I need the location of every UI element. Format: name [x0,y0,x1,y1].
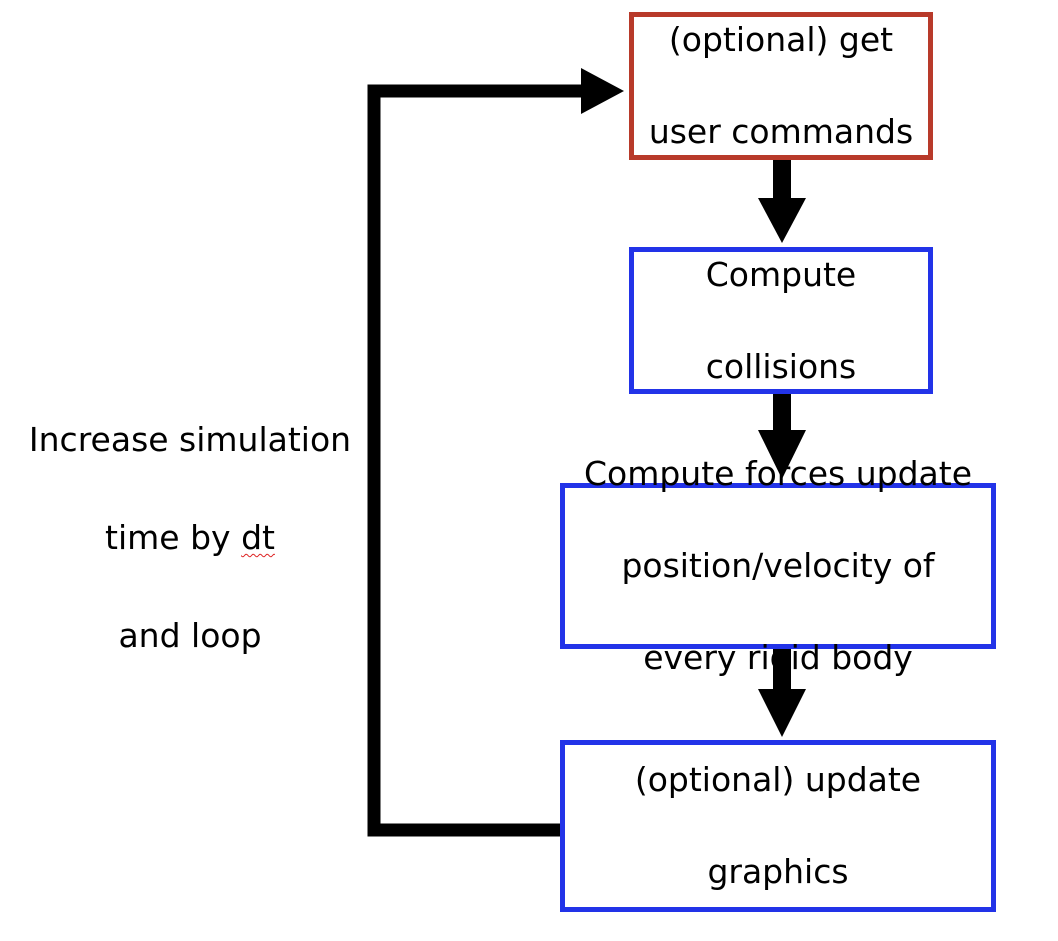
step-label-line: (optional) get [668,20,894,59]
step-compute-forces: Compute forces update position/velocity … [560,454,996,677]
arrow-step1-to-step2 [758,160,806,243]
step-label: Compute forces update position/velocity … [584,405,972,727]
step-label: Compute collisions [706,206,857,436]
step-compute-collisions: Compute collisions [629,247,933,394]
loop-back-arrow [367,68,624,837]
step-label-line: position/velocity of [621,546,935,585]
step-label: (optional) get user commands [649,0,913,201]
loop-label-line: time by dt [20,513,360,562]
step-label-line: collisions [705,346,857,386]
loop-label-line: and loop [118,616,262,655]
loop-edge-label: Increase simulation time by dt and loop [20,366,360,709]
loop-label-line: Increase simulation [28,420,352,459]
arrow-step2-to-step3 [758,394,806,479]
step-label: (optional) update graphics [635,711,921,941]
step-label-line: every rigid body [643,638,913,677]
step-label-line: user commands [648,112,914,151]
step-label-line: Compute forces update [583,454,973,493]
step-label-line: graphics [707,852,849,891]
step-label-line: (optional) update [634,760,922,799]
loop-label-text: time by [105,518,242,557]
step-get-user-commands: (optional) get user commands [629,12,933,160]
step-label-line: Compute [705,254,857,294]
step-update-graphics: (optional) update graphics [560,740,996,912]
loop-label-dt: dt [241,518,275,557]
arrow-step3-to-step4 [758,649,806,737]
